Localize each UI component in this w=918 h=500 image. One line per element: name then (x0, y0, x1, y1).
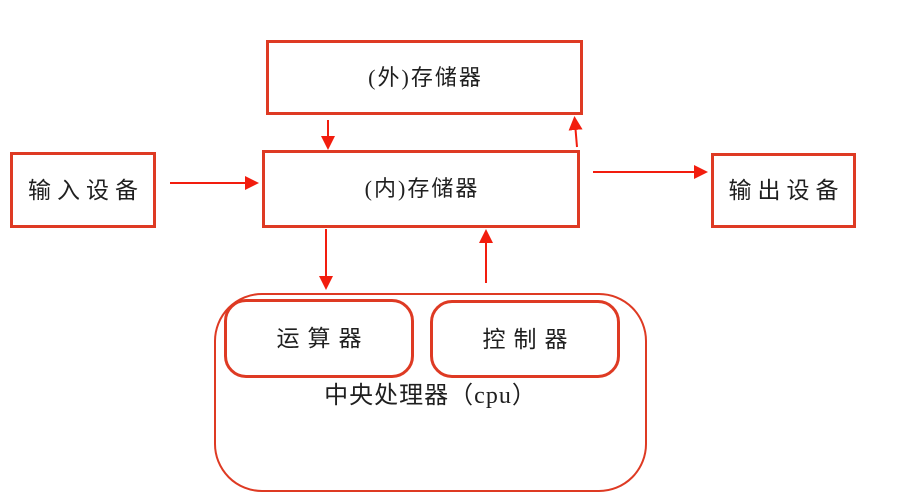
node-alu: 运算器 (224, 299, 414, 378)
node-output-device: 输出设备 (711, 153, 856, 228)
node-alu-label: 运算器 (276, 326, 370, 351)
node-cpu-container (214, 293, 647, 492)
node-output-device-label: 输出设备 (728, 178, 845, 203)
node-control-unit-label: 控制器 (482, 326, 576, 352)
node-input-device: 输入设备 (10, 152, 156, 228)
cpu-label: 中央处理器（cpu） (324, 383, 537, 409)
node-input-device-label: 输入设备 (28, 177, 144, 203)
node-internal-storage: (内)存储器 (262, 150, 580, 228)
node-internal-storage-label: (内)存储器 (364, 176, 480, 201)
node-external-storage-label: (外)存储器 (368, 64, 483, 90)
node-control-unit: 控制器 (430, 300, 620, 378)
node-external-storage: (外)存储器 (266, 40, 583, 115)
arrow-internal-to-external (568, 116, 583, 148)
